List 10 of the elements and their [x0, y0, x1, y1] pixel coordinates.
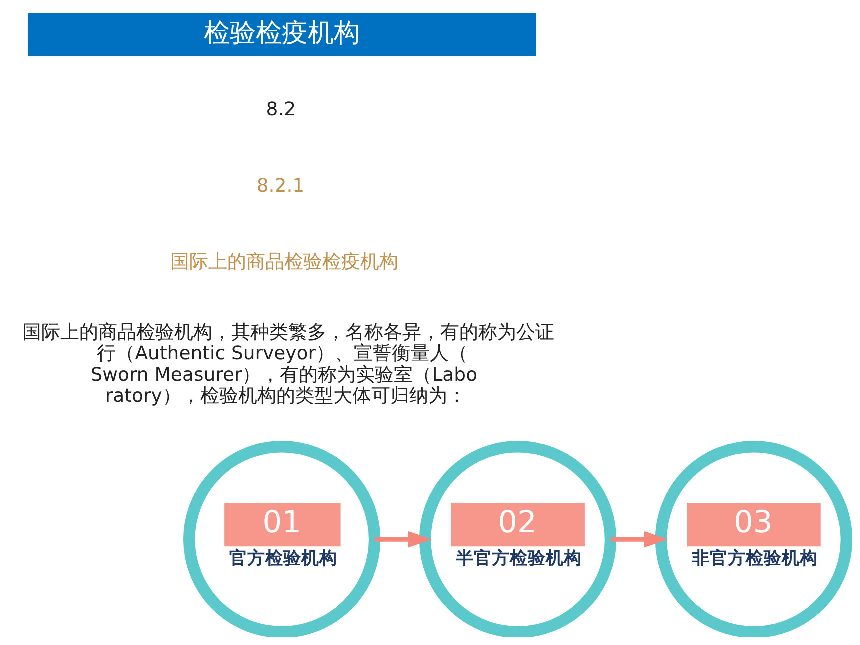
arrow	[611, 530, 668, 548]
diagram-title: 检验检疫机构	[204, 18, 360, 48]
label: 8.2	[266, 99, 296, 120]
node-circle: 03 非官方检验机构	[655, 440, 852, 636]
node-circle: 01 官方检验机构	[184, 440, 381, 636]
node-circle: 02 半官方检验机构	[419, 440, 617, 636]
arrow	[375, 530, 432, 548]
label: 国际上的商品检验检疫机构	[170, 252, 399, 273]
label: 国际上的商品检验机构，其种类繁多，名称各异，有的称为公证行（Authentic Surveyor）、宣誓衡量人（Sworn Measurer），有的称为实验室（Laboratory），检验机构的类型大体可归纳为：	[22, 322, 555, 406]
label: 8.2.1	[256, 175, 305, 196]
